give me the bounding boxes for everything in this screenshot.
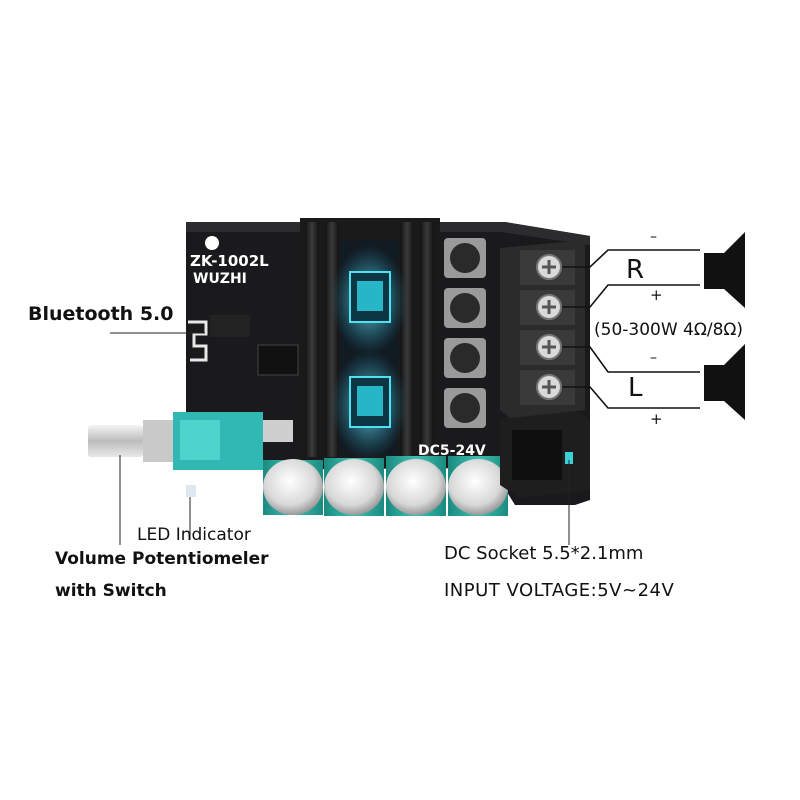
- callout-lines: [110, 332, 570, 545]
- led-indicator: [186, 485, 196, 497]
- capacitors: [263, 456, 508, 516]
- bluetooth-label: Bluetooth 5.0: [28, 303, 174, 325]
- right-plus-label: +: [650, 286, 663, 304]
- left-plus-label: +: [650, 410, 663, 428]
- mount-hole: [205, 236, 219, 250]
- speaker-icon-right: [704, 232, 745, 308]
- led-indicator-label: LED Indicator: [137, 525, 251, 545]
- volume-pot-label-line2: with Switch: [55, 581, 167, 601]
- dc-socket: [500, 410, 590, 498]
- input-voltage-label: INPUT VOLTAGE:5V~24V: [444, 580, 675, 601]
- right-minus-label: –: [650, 229, 657, 245]
- right-channel-label: R: [626, 255, 645, 285]
- heatsink: [300, 218, 440, 460]
- board-volume-marking: VOLUME: [201, 471, 248, 482]
- bluetooth-module: [188, 315, 299, 376]
- board-brand-text: WUZHI: [193, 271, 247, 287]
- board-dc-marking: DC5-24V: [418, 443, 486, 459]
- volume-potentiometer: [88, 412, 293, 470]
- dc-socket-label: DC Socket 5.5*2.1mm: [444, 543, 644, 564]
- volume-pot-label-line1: Volume Potentiomeler: [55, 549, 269, 569]
- speaker-rating-label: (50-300W 4Ω/8Ω): [594, 320, 744, 340]
- speaker-icon-left: [704, 344, 745, 420]
- speaker-wires: [562, 249, 700, 409]
- left-minus-label: –: [650, 350, 657, 366]
- board-model-text: ZK-1002L: [190, 252, 269, 270]
- inductors: [444, 238, 486, 428]
- left-channel-label: L: [628, 373, 643, 403]
